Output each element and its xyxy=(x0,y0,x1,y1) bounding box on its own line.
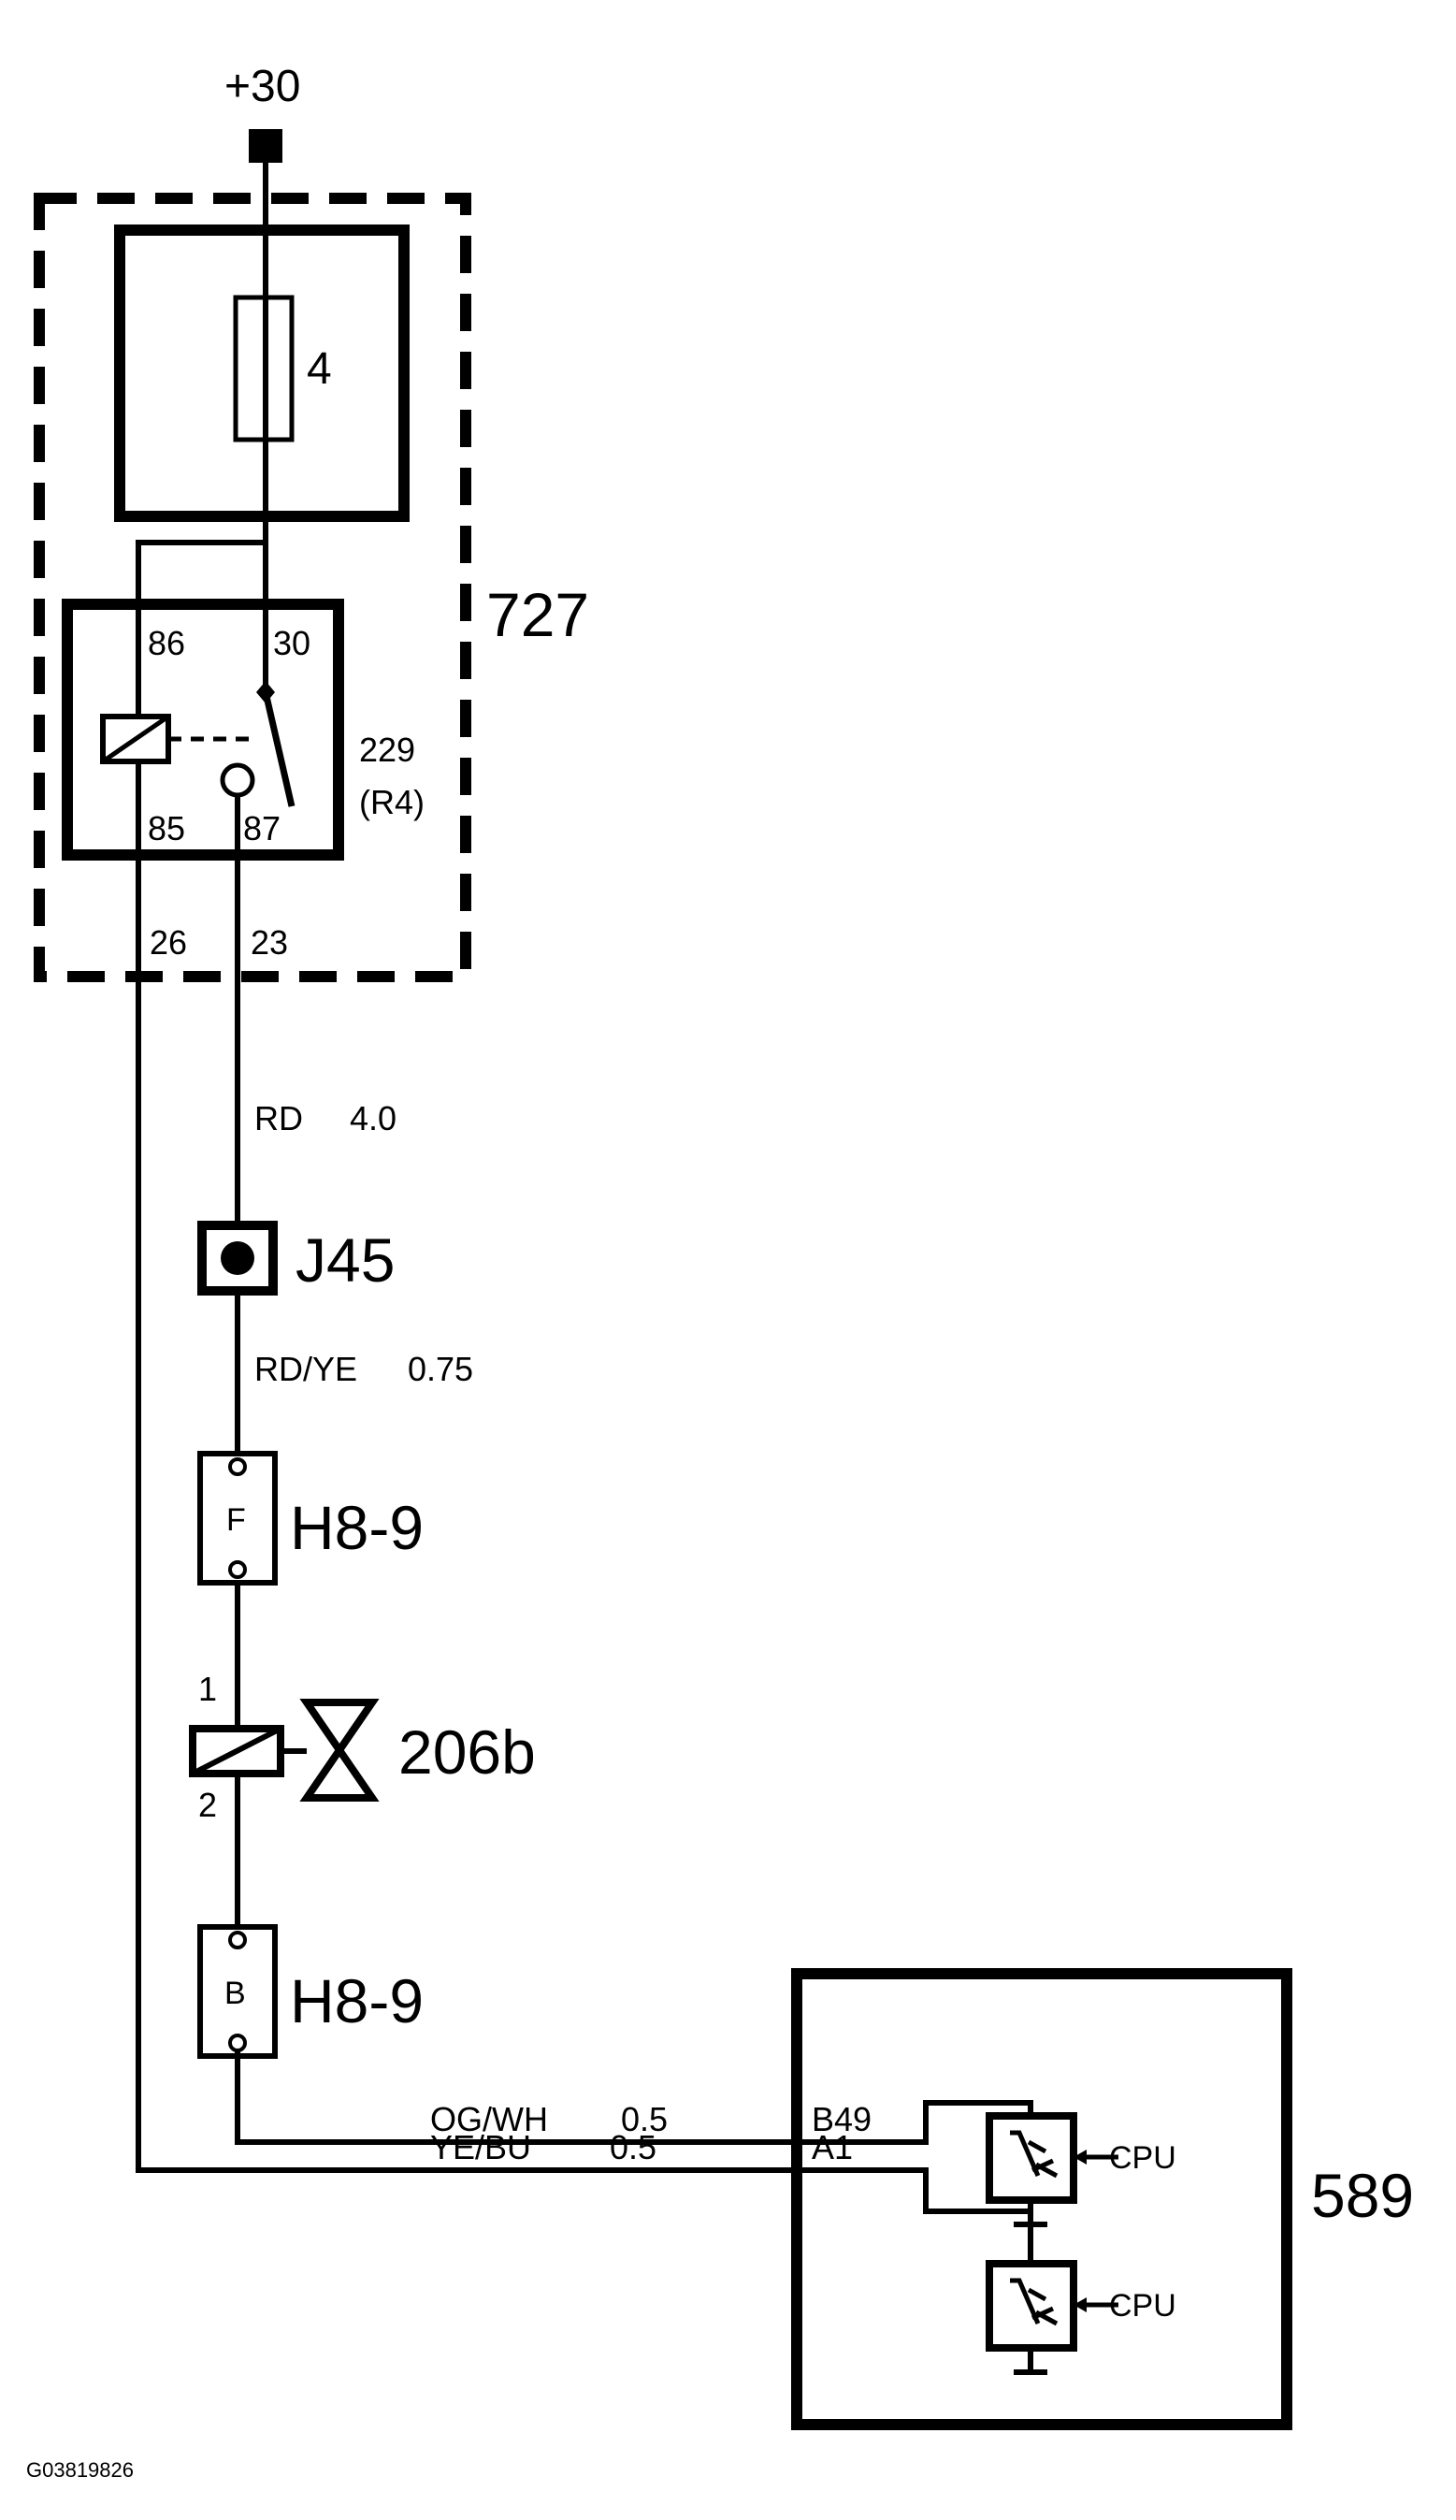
connector-f-id: H8-9 xyxy=(290,1493,424,1562)
connector-b-id: H8-9 xyxy=(290,1966,424,2035)
ecu-driver-2-transistor-icon xyxy=(1010,2278,1059,2326)
relay-pin-30: 30 xyxy=(273,624,310,662)
relay-coil-diagonal xyxy=(101,714,170,764)
figure-id: G03819826 xyxy=(26,2458,134,2482)
valve-coil-diagonal xyxy=(191,1726,282,1776)
relay-outline xyxy=(62,599,344,861)
wire2-color: RD/YE xyxy=(254,1350,357,1388)
wire-fuse-to-86 xyxy=(136,540,266,614)
ecu-driver-1-transistor-icon xyxy=(1010,2130,1059,2179)
relay-contact-87-terminal xyxy=(220,762,255,798)
junction-j45-dot xyxy=(221,1241,254,1275)
connector-b-letter: B xyxy=(224,1976,246,2011)
wire4-color: YE/BU xyxy=(430,2128,531,2166)
ecu-outline xyxy=(791,1968,1292,2430)
wire1-size: 4.0 xyxy=(350,1099,396,1137)
fuse-relay-box-outline xyxy=(34,193,471,982)
supply-label: +30 xyxy=(224,62,300,111)
supply-terminal xyxy=(249,129,282,163)
ecu-pin-b49: B49 xyxy=(812,2100,872,2138)
box-pin-23: 23 xyxy=(251,923,288,962)
relay-id: 229 xyxy=(359,731,415,769)
ecu-id: 589 xyxy=(1311,2161,1414,2230)
relay-switch-contact xyxy=(262,691,296,807)
wire4-size: 0.5 xyxy=(610,2128,656,2166)
wire-connector-b-to-ecu-b49 xyxy=(235,2050,804,2145)
ecu-pin-a1: A1 xyxy=(812,2128,853,2166)
junction-id: J45 xyxy=(296,1225,395,1295)
connector-f-pin-top xyxy=(228,1457,247,1476)
ecu-cpu-2: CPU xyxy=(1109,2288,1176,2324)
wire2-size: 0.75 xyxy=(408,1350,473,1388)
valve-pin-2: 2 xyxy=(198,1786,217,1824)
box-pin-26: 26 xyxy=(150,923,187,962)
ecu-driver-2-cpu-arrow-icon xyxy=(1074,2297,1087,2312)
wire-85-to-ecu-a1 xyxy=(136,761,804,2173)
valve-id: 206b xyxy=(398,1717,536,1787)
connector-b-pin-bottom xyxy=(228,2034,247,2052)
wire3-color: OG/WH xyxy=(430,2100,548,2138)
fuse-number: 4 xyxy=(307,344,332,394)
relay-pin-85: 85 xyxy=(148,809,185,847)
valve-pin-1: 1 xyxy=(198,1670,217,1708)
relay-pin-86: 86 xyxy=(148,624,185,662)
valve-symbol xyxy=(299,1699,380,1802)
connector-f-letter: F xyxy=(226,1502,246,1538)
ecu-cpu-1: CPU xyxy=(1109,2140,1176,2176)
relay-sub-id: (R4) xyxy=(359,783,425,821)
wire1-color: RD xyxy=(254,1099,303,1137)
fuse-enclosure xyxy=(114,224,410,522)
ecu-internal-wire-a1 xyxy=(804,2167,1033,2264)
connector-f-pin-bottom xyxy=(228,1560,247,1579)
wire3-size: 0.5 xyxy=(621,2100,668,2138)
connector-b-pin-top xyxy=(228,1931,247,1949)
fuse-relay-box-id: 727 xyxy=(486,580,589,649)
ecu-driver-1-cpu-arrow-icon xyxy=(1074,2150,1087,2165)
relay-pin-87: 87 xyxy=(243,809,281,847)
ecu-internal-wire-b49 xyxy=(804,2100,1033,2145)
